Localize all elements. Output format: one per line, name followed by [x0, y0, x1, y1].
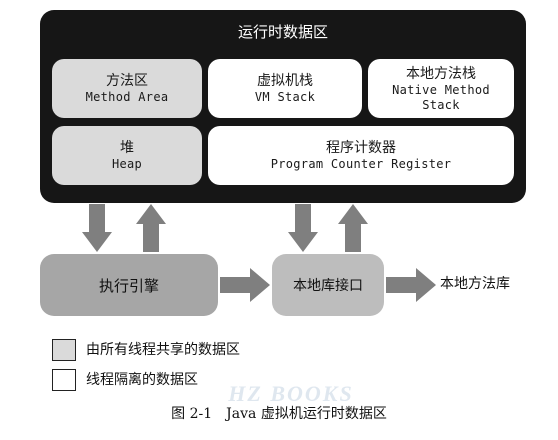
program-counter-cn-label: 程序计数器 — [326, 140, 396, 156]
program-counter-en-label: Program Counter Register — [270, 157, 452, 171]
legend-isolated-label: 线程隔离的数据区 — [86, 372, 198, 388]
heap-en-label: Heap — [111, 157, 143, 171]
arrow-runtime-to-native-interface — [288, 204, 318, 252]
vm-stack-box: 虚拟机栈 VM Stack — [208, 59, 362, 118]
method-area-en-label: Method Area — [85, 90, 169, 104]
native-interface-box: 本地库接口 — [272, 254, 384, 316]
native-method-stack-cn-label: 本地方法栈 — [406, 65, 476, 82]
native-method-stack-box: 本地方法栈 Native Method Stack — [368, 59, 514, 118]
legend-shared-label: 由所有线程共享的数据区 — [86, 342, 240, 358]
arrow-runtime-to-engine — [82, 204, 112, 252]
runtime-data-area-title: 运行时数据区 — [237, 23, 328, 41]
arrow-engine-to-runtime — [136, 204, 166, 252]
heap-cn-label: 堆 — [120, 140, 134, 156]
figure-caption: 图 2-1 Java 虚拟机运行时数据区 — [171, 406, 387, 422]
vm-stack-en-label: VM Stack — [254, 90, 316, 104]
execution-engine-label: 执行引擎 — [98, 276, 159, 295]
arrow-engine-to-native-interface — [220, 268, 270, 302]
heap-box: 堆 Heap — [52, 126, 202, 185]
vm-stack-cn-label: 虚拟机栈 — [257, 73, 313, 89]
arrow-native-interface-to-library — [386, 268, 436, 302]
native-interface-label: 本地库接口 — [293, 278, 363, 294]
arrow-native-interface-to-runtime — [338, 204, 368, 252]
legend-isolated-swatch — [52, 369, 76, 391]
program-counter-register-box: 程序计数器 Program Counter Register — [208, 126, 514, 185]
native-method-library-label: 本地方法库 — [440, 276, 510, 292]
method-area-box: 方法区 Method Area — [52, 59, 202, 118]
watermark: HZ BOOKS — [228, 381, 354, 406]
native-method-stack-en-label-line1: Native Method — [392, 82, 490, 97]
execution-engine-box: 执行引擎 — [40, 254, 218, 316]
legend-shared-swatch — [52, 339, 76, 361]
method-area-cn-label: 方法区 — [106, 73, 148, 89]
native-method-stack-en-label-line2: Stack — [422, 97, 460, 112]
